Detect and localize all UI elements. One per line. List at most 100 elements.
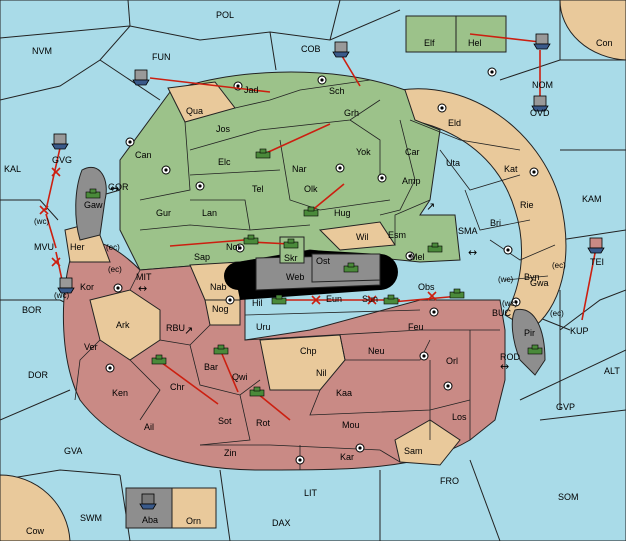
svg-text:Orl: Orl [446,356,458,366]
svg-text:COB: COB [301,44,321,54]
svg-text:Sot: Sot [218,416,232,426]
fleet-aba [139,493,157,510]
svg-text:Jos: Jos [216,124,231,134]
cut-order-marks [39,167,437,305]
svg-text:Kat: Kat [504,164,518,174]
fleet-kor [57,277,75,294]
armies [85,148,543,397]
svg-text:Los: Los [452,412,467,422]
map-labels: POL NVM FUN COB KAL GOR MIT BOR DOR RBU … [4,10,620,536]
svg-text:Gur: Gur [156,208,171,218]
svg-text:Uta: Uta [446,158,460,168]
province-con[interactable] [559,0,626,61]
svg-text:↔: ↔ [500,360,509,373]
fleet-ovd [531,95,549,112]
svg-text:(wc): (wc) [498,275,513,284]
svg-text:↗: ↗ [184,324,193,337]
fleet-nom [533,33,551,50]
fleet-tei [587,237,605,254]
svg-text:Sam: Sam [404,446,423,456]
svg-text:OVD: OVD [530,108,550,118]
svg-text:Tel: Tel [252,184,264,194]
svg-text:Amp: Amp [402,176,421,186]
svg-text:Her: Her [70,242,85,252]
svg-text:Bri: Bri [490,218,501,228]
svg-text:KAM: KAM [582,194,602,204]
svg-text:Con: Con [596,38,613,48]
svg-text:Car: Car [405,147,420,157]
svg-text:Rie: Rie [520,200,534,210]
fleet-fun [132,69,150,86]
svg-text:Chp: Chp [300,346,317,356]
svg-text:Rot: Rot [256,418,271,428]
svg-text:Qwi: Qwi [232,372,248,382]
svg-text:Ken: Ken [112,388,128,398]
svg-text:KUP: KUP [570,326,589,336]
province-chp[interactable] [259,334,346,391]
svg-text:FRO: FRO [440,476,459,486]
province-elf[interactable] [405,15,457,53]
fleets [51,33,605,510]
svg-text:Aba: Aba [142,515,158,525]
svg-text:Nog: Nog [212,304,229,314]
svg-text:Obs: Obs [418,282,435,292]
svg-text:POL: POL [216,10,234,20]
province-orn[interactable] [171,487,217,529]
svg-text:ALT: ALT [604,366,620,376]
svg-text:RBU: RBU [166,323,185,333]
svg-text:FUN: FUN [152,52,171,62]
svg-text:Jad: Jad [244,85,259,95]
svg-text:Lan: Lan [202,208,217,218]
svg-text:SMA: SMA [458,226,478,236]
province-hel[interactable] [455,15,507,53]
svg-text:Orn: Orn [186,516,201,526]
svg-text:LIT: LIT [304,488,318,498]
svg-text:SOM: SOM [558,492,579,502]
svg-text:Byn: Byn [524,272,540,282]
svg-text:GVP: GVP [556,402,575,412]
svg-text:Nor: Nor [226,242,241,252]
svg-text:Ver: Ver [84,342,98,352]
svg-text:Kor: Kor [80,282,94,292]
svg-text:Eun: Eun [326,294,342,304]
province-cow[interactable] [0,474,71,541]
svg-text:GVA: GVA [64,446,82,456]
svg-text:(ec): (ec) [550,309,564,318]
svg-text:Pir: Pir [524,328,535,338]
svg-text:Neu: Neu [368,346,385,356]
svg-text:Gwa: Gwa [530,278,549,288]
svg-text:MIT: MIT [136,272,152,282]
svg-text:Kaa: Kaa [336,388,352,398]
svg-text:Uru: Uru [256,322,271,332]
svg-text:Kar: Kar [340,452,354,462]
province-gaw[interactable] [75,167,107,241]
svg-text:Can: Can [135,150,152,160]
province-sam[interactable] [394,419,461,466]
svg-text:Feu: Feu [408,322,424,332]
svg-text:GOR: GOR [108,182,129,192]
svg-text:SWM: SWM [80,513,102,523]
svg-text:↔: ↔ [110,182,119,195]
svg-text:Nar: Nar [292,164,307,174]
svg-text:Yok: Yok [356,147,371,157]
svg-text:BUC: BUC [492,308,512,318]
svg-text:Sch: Sch [329,86,345,96]
svg-text:GVG: GVG [52,155,72,165]
province-borders [74,79,556,470]
svg-text:(ec): (ec) [106,243,120,252]
svg-text:DAX: DAX [272,518,291,528]
passage-arrows: ↔ ↔ ↔ ↔ ↗ ↗ [110,182,509,373]
svg-text:(wc): (wc) [502,299,517,308]
svg-text:Gaw: Gaw [84,200,103,210]
svg-text:Ail: Ail [144,422,154,432]
svg-text:Wil: Wil [356,232,369,242]
svg-text:Nil: Nil [316,368,327,378]
svg-text:Olk: Olk [304,184,318,194]
supply-centers [105,67,539,465]
svg-text:Mou: Mou [342,420,360,430]
svg-text:DOR: DOR [28,370,49,380]
svg-text:Ark: Ark [116,320,130,330]
province-pir[interactable] [511,308,546,376]
svg-text:ROD: ROD [500,352,521,362]
